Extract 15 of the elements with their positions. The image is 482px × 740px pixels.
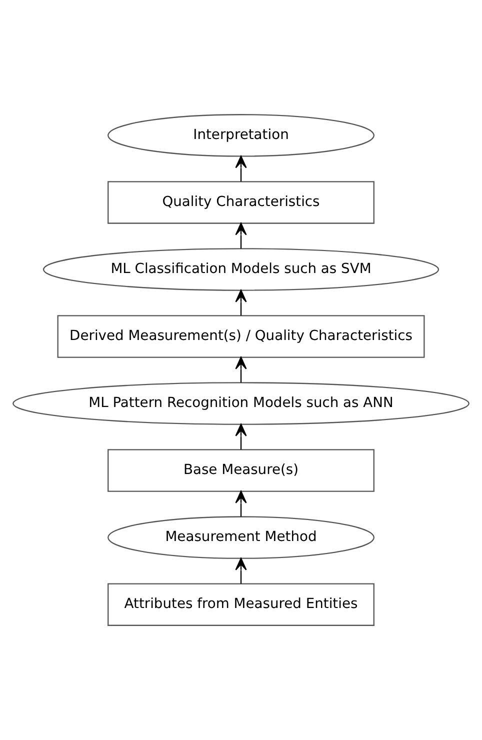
- node-ellipse: Interpretation: [108, 114, 374, 157]
- arrow: [235, 490, 247, 517]
- arrow: [235, 222, 247, 249]
- node-box: Attributes from Measured Entities: [108, 583, 374, 626]
- node-ellipse: ML Classification Models such as SVM: [42, 248, 440, 291]
- arrow: [235, 424, 247, 450]
- node-box: Quality Characteristics: [108, 181, 374, 224]
- arrow: [235, 356, 247, 383]
- arrow: [235, 558, 247, 584]
- arrow: [235, 156, 247, 182]
- node-ellipse: ML Pattern Recognition Models such as ANN: [12, 382, 470, 425]
- node-box: Base Measure(s): [108, 449, 374, 492]
- arrow: [235, 290, 247, 316]
- node-box: Derived Measurement(s) / Quality Characteristics: [57, 315, 425, 358]
- node-ellipse: Measurement Method: [108, 516, 374, 559]
